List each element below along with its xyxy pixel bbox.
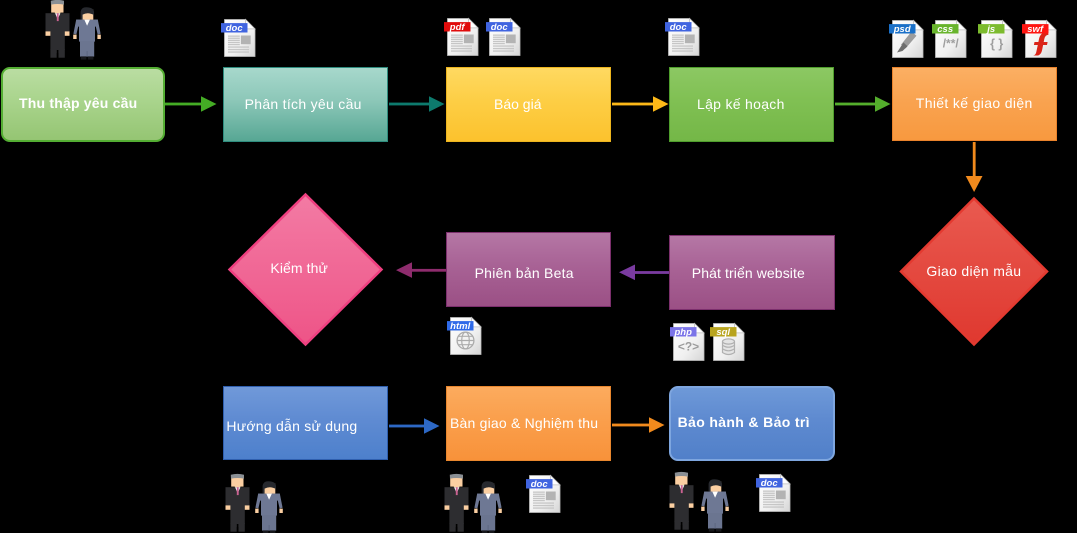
svg-text:pdf: pdf xyxy=(449,22,466,33)
svg-text:/**/: /**/ xyxy=(942,36,959,50)
svg-text:html: html xyxy=(450,321,470,332)
svg-text:doc: doc xyxy=(531,478,549,489)
svg-text:<?>: <?> xyxy=(678,340,699,354)
svg-text:doc: doc xyxy=(670,22,688,33)
svg-text:doc: doc xyxy=(761,477,779,488)
svg-text:sql: sql xyxy=(716,327,730,338)
svg-text:css: css xyxy=(937,23,953,34)
svg-text:php: php xyxy=(674,327,693,338)
svg-text:swf: swf xyxy=(1028,23,1045,34)
svg-text:js: js xyxy=(985,23,995,34)
svg-text:{ }: { } xyxy=(990,37,1003,51)
svg-text:psd: psd xyxy=(893,23,911,34)
svg-text:doc: doc xyxy=(490,22,508,33)
svg-text:doc: doc xyxy=(225,23,243,34)
